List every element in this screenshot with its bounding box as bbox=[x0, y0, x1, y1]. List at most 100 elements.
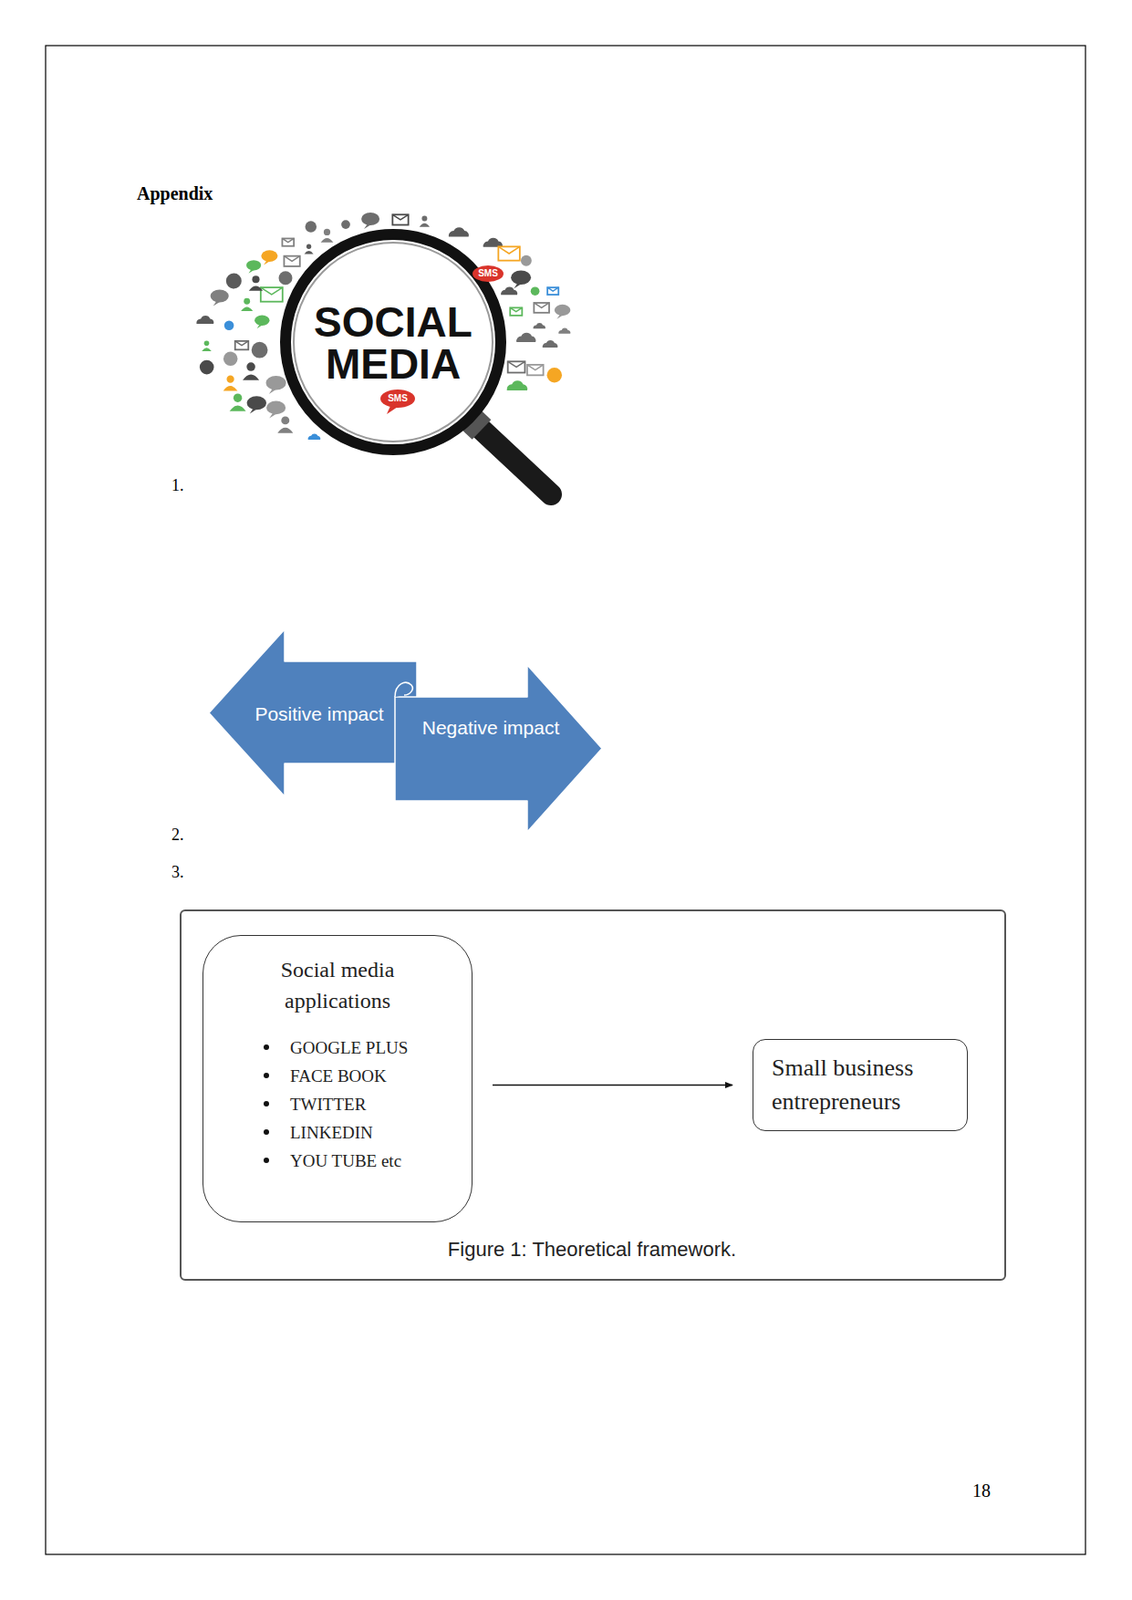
icon-bubble-tail bbox=[263, 259, 271, 265]
icon-person-head bbox=[233, 393, 242, 402]
icon-person-head bbox=[226, 375, 234, 384]
icon-envelope bbox=[392, 214, 408, 225]
icon-cloud-shape bbox=[516, 332, 536, 343]
social-icon bbox=[547, 287, 559, 295]
icon-bubble bbox=[510, 270, 531, 285]
social-icon bbox=[223, 352, 239, 367]
list-number: 1. bbox=[171, 477, 185, 494]
ribbon-curl bbox=[394, 682, 413, 697]
social-icon bbox=[500, 287, 518, 296]
icon-envelope-flap bbox=[260, 287, 283, 295]
bullet-row: FACE BOOK bbox=[203, 1061, 472, 1091]
icon-person-body bbox=[321, 238, 334, 243]
arrow-label: Positive impact bbox=[254, 703, 384, 726]
box-heading: Social media applications bbox=[246, 954, 429, 1017]
box-text: Small business entrepreneurs bbox=[771, 1050, 946, 1119]
icon-envelope-flap bbox=[533, 302, 550, 308]
icon-envelope-flap bbox=[283, 256, 300, 262]
icon-dot bbox=[341, 219, 351, 229]
social-icon bbox=[361, 212, 380, 229]
icon-bubble bbox=[247, 395, 267, 410]
social-icon bbox=[305, 220, 317, 232]
arrow-outline bbox=[394, 664, 603, 832]
social-icon bbox=[448, 227, 469, 237]
social-icon bbox=[308, 433, 322, 439]
icon-dot bbox=[251, 342, 269, 359]
icon-person-body bbox=[304, 250, 314, 254]
icon-dot bbox=[305, 220, 317, 232]
icon-bubble bbox=[210, 289, 229, 302]
list-number: 3. bbox=[171, 863, 185, 881]
icon-bubble-tail bbox=[248, 269, 254, 274]
icon-dot bbox=[547, 367, 562, 383]
social-icon bbox=[533, 322, 546, 329]
icon-person-body bbox=[229, 405, 247, 412]
figure-caption: Figure 1: Theoretical framework. bbox=[447, 1237, 737, 1262]
social-icon bbox=[251, 342, 269, 359]
icon-bubble-tail bbox=[363, 223, 372, 229]
social-icon bbox=[304, 244, 314, 255]
icon-cloud-shape bbox=[500, 287, 518, 296]
social-icon bbox=[498, 246, 520, 260]
bullet-text: LINKEDIN bbox=[290, 1122, 374, 1143]
social-icon bbox=[199, 360, 215, 375]
bullet-text: GOOGLE PLUS bbox=[290, 1038, 408, 1058]
page-title: Appendix bbox=[136, 183, 213, 205]
bullet-text: FACE BOOK bbox=[290, 1066, 387, 1086]
icon-envelope bbox=[281, 238, 294, 246]
arrow-label: Negative impact bbox=[422, 716, 561, 739]
social-icon bbox=[260, 287, 283, 302]
icon-envelope bbox=[527, 364, 544, 375]
bullet-row: LINKEDIN bbox=[203, 1118, 472, 1147]
icon-bubble-tail bbox=[213, 301, 221, 307]
icon-bubble-tail bbox=[513, 282, 522, 290]
social-icon bbox=[246, 259, 261, 274]
icon-envelope-flap bbox=[498, 246, 520, 254]
social-icon bbox=[509, 307, 522, 315]
icon-person-body bbox=[277, 427, 293, 434]
social-icon bbox=[210, 289, 229, 306]
icon-bubble-tail bbox=[257, 323, 264, 329]
sms-tag: SMS bbox=[477, 269, 499, 279]
icon-dot bbox=[223, 352, 239, 367]
icon-dot bbox=[224, 321, 235, 332]
social-icon bbox=[226, 273, 242, 290]
sms-bubble bbox=[472, 265, 504, 282]
list-number: 2. bbox=[171, 826, 185, 843]
social-icon bbox=[254, 314, 270, 329]
social-icon bbox=[247, 395, 267, 414]
arrow-fill bbox=[394, 664, 603, 832]
bullet-dot bbox=[263, 1044, 270, 1050]
social-icon bbox=[558, 328, 571, 334]
social-icon bbox=[547, 367, 562, 383]
icon-person-body bbox=[419, 223, 430, 228]
icon-bubble bbox=[254, 314, 270, 325]
bullet-list: GOOGLE PLUSFACE BOOKTWITTERLINKEDINYOU T… bbox=[203, 1033, 472, 1175]
icon-person-head bbox=[306, 244, 312, 250]
arrow-fill bbox=[208, 629, 417, 797]
rounded-box: Social media applicationsGOOGLE PLUS FACE… bbox=[202, 934, 473, 1223]
sms-bubble bbox=[380, 389, 416, 408]
icon-person-head bbox=[323, 228, 331, 236]
icon-bubble bbox=[246, 259, 261, 271]
page-border bbox=[45, 45, 1086, 1555]
bullet-dot bbox=[263, 1129, 270, 1135]
icon-bubble-tail bbox=[269, 412, 277, 418]
icon-person-body bbox=[201, 347, 212, 352]
icon-envelope bbox=[533, 302, 550, 313]
icon-cloud-shape bbox=[483, 238, 503, 248]
icon-envelope-flap bbox=[509, 307, 522, 312]
bullet-row: GOOGLE PLUS bbox=[203, 1033, 472, 1062]
bullet-text: TWITTER bbox=[290, 1094, 366, 1114]
icon-envelope bbox=[283, 256, 300, 267]
glass-ring bbox=[285, 234, 501, 450]
social-icon bbox=[223, 375, 239, 392]
icon-envelope bbox=[547, 287, 559, 295]
social-icon bbox=[527, 364, 544, 375]
social-icon bbox=[196, 315, 214, 324]
social-icon bbox=[266, 375, 287, 395]
icon-cloud-shape bbox=[196, 315, 214, 324]
social-icon bbox=[520, 255, 532, 267]
icon-person-head bbox=[243, 298, 250, 305]
icon-envelope-flap bbox=[281, 238, 294, 242]
